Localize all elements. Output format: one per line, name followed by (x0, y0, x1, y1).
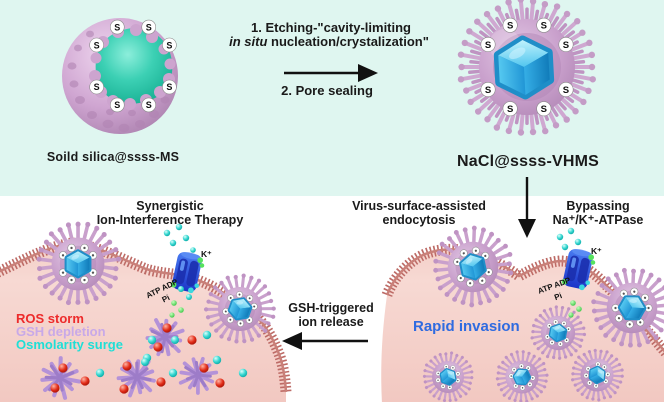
released-ros-ions (50, 323, 225, 394)
particle-core (95, 28, 173, 104)
gsh-release-arrow (282, 332, 368, 350)
potassium-ions-right (556, 227, 582, 251)
reaction-step2: 2. Pore sealing (281, 83, 373, 98)
svg-text:S: S (507, 21, 513, 32)
right-particle-label: NaCl@ssss-VHMS (456, 153, 600, 170)
nacl-vhms-particle: S S S S S S S S (457, 0, 596, 136)
reaction-arrow (284, 64, 378, 82)
solid-silica-particle: S S S S S S S S (62, 18, 178, 134)
k-ion-label-right: K⁺ (591, 246, 602, 256)
potassium-ions-left (163, 223, 196, 300)
left-particle-label: Soild silica@ssss-MS (46, 150, 180, 164)
panel-title-right: Bypassing Na⁺/K⁺-ATPase (552, 199, 644, 227)
svg-text:S: S (507, 104, 513, 115)
svg-text:S: S (541, 21, 547, 32)
panel-title-mid: Virus-surface-assisted endocytosis (352, 199, 486, 227)
reaction-step1-line2: in situ nucleation/crystalization" (229, 34, 429, 49)
s-badge-ring-right: S S S S S S S S (480, 17, 574, 117)
pi-label-right: Pi (553, 291, 563, 302)
svg-text:S: S (563, 40, 569, 51)
in-situ-italic: in situ (229, 34, 268, 49)
released-osmolarity-ions (95, 330, 248, 378)
svg-text:S: S (485, 40, 491, 51)
reaction-step1-line1: 1. Etching-"cavity-limiting (250, 20, 412, 35)
green-ions (169, 300, 582, 318)
osmolarity-surge-label: Osmolarity surge (16, 337, 123, 352)
svg-text:S: S (146, 100, 152, 110)
panel-title-left: Synergistic Ion-Interference Therapy (96, 199, 244, 227)
gsh-depletion-label: GSH depletion (16, 324, 106, 339)
svg-text:S: S (166, 82, 172, 92)
svg-text:S: S (166, 40, 172, 50)
k-ion-label-left: K⁺ (201, 249, 212, 259)
rapid-invasion-label: Rapid invasion (413, 318, 520, 335)
down-arrow (518, 177, 536, 238)
pi-label-left: Pi (161, 293, 172, 304)
gsh-arrow-label: GSH-triggered ion release (288, 301, 374, 329)
svg-text:S: S (563, 85, 569, 96)
svg-text:S: S (114, 100, 120, 110)
nacl-cube-core (498, 39, 551, 97)
svg-text:S: S (114, 22, 120, 32)
svg-text:S: S (146, 22, 152, 32)
s-badge-ring-left: S S S S S S S S (89, 19, 177, 113)
svg-text:S: S (541, 104, 547, 115)
svg-text:S: S (94, 40, 100, 50)
svg-text:S: S (485, 85, 491, 96)
svg-text:S: S (94, 82, 100, 92)
ros-storm-label: ROS storm (16, 311, 84, 326)
